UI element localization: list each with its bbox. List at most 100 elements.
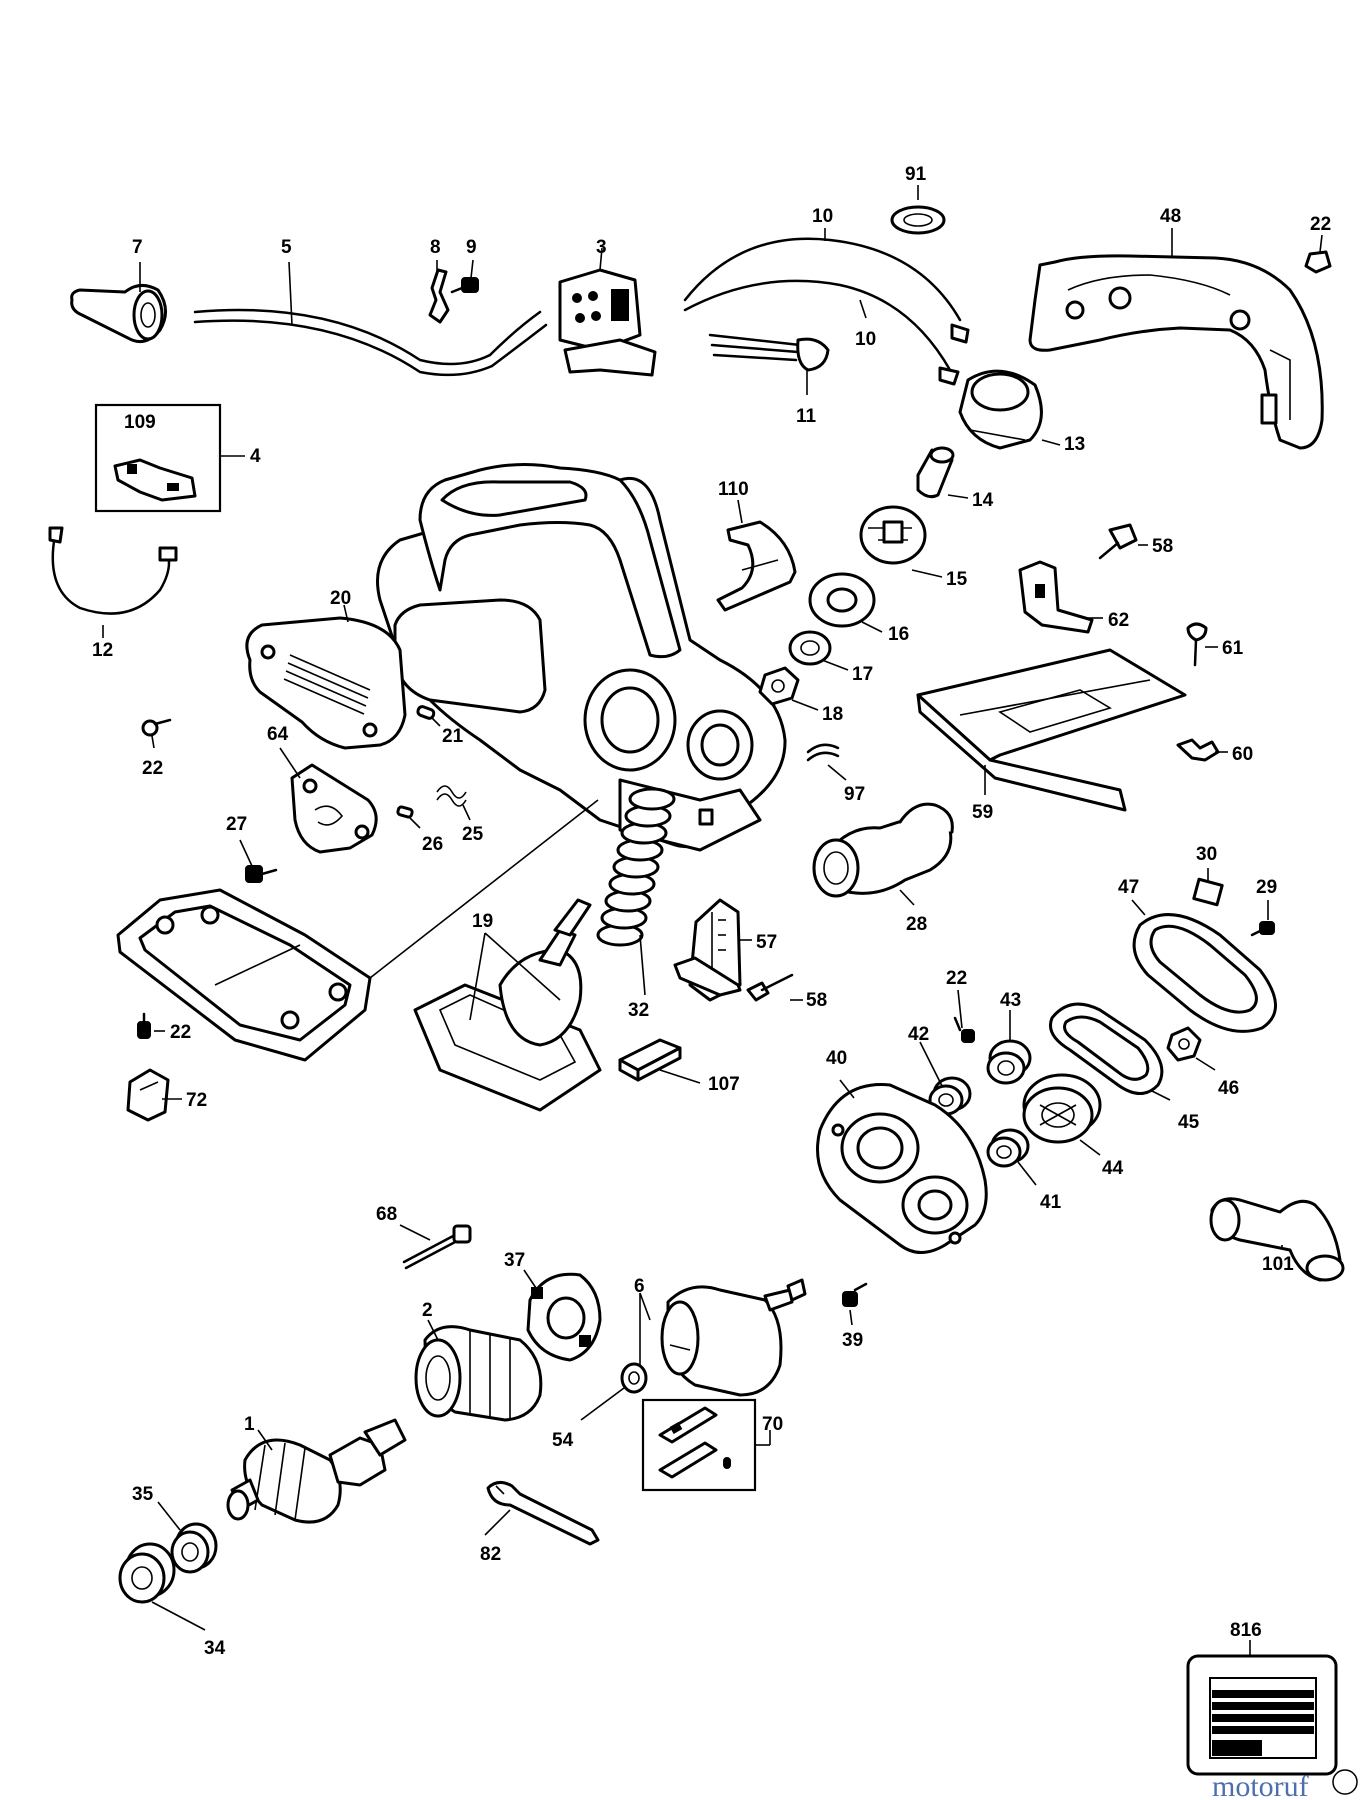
main-housing [376,462,787,852]
label-68: 68 [376,1204,397,1225]
label-14: 14 [972,490,994,511]
part-61-screw [1186,622,1208,667]
label-39: 39 [842,1330,863,1351]
part-22-screw-top-right [1304,250,1332,274]
part-22-screw-lower-left [137,1012,151,1039]
part-29-screw [1250,921,1275,937]
part-4-box [94,403,245,513]
part-30-label [1192,877,1224,907]
part-59-parallel-fence [916,648,1187,812]
label-43: 43 [1000,990,1021,1011]
base-plate [116,888,372,1062]
label-20: 20 [330,588,351,609]
part-107-key [618,1038,682,1082]
part-110-guard [716,520,797,612]
part-17-ring [788,630,832,666]
label-47: 47 [1118,877,1139,898]
label-28: 28 [906,914,927,935]
part-816-label [1186,1654,1338,1776]
label-27: 27 [226,814,247,835]
part-11-wire-harness [708,333,830,372]
label-109: 109 [124,412,156,433]
part-22-screw-mid [953,1016,975,1043]
part-64-small-cover [290,763,378,854]
label-22-top-right: 22 [1310,214,1331,235]
part-3-switch [558,268,657,377]
part-21-pin [416,705,436,720]
label-54: 54 [552,1430,574,1451]
label-8: 8 [430,237,441,258]
label-62: 62 [1108,610,1129,631]
label-25: 25 [462,824,484,845]
part-68-bolt [402,1224,472,1270]
label-5: 5 [281,237,292,258]
label-7: 7 [132,237,143,258]
label-72: 72 [186,1090,207,1111]
watermark: motoruf [1212,1769,1358,1800]
part-109-switch-module [113,458,197,502]
part-45-toothed-belt [1049,1002,1164,1095]
label-37: 37 [504,1250,525,1271]
label-46: 46 [1218,1078,1239,1099]
label-29: 29 [1256,877,1277,898]
part-12-cable [48,526,178,615]
label-60: 60 [1232,744,1253,765]
label-11: 11 [796,406,817,427]
part-27-screw [245,865,278,883]
part-5-power-cable [193,308,548,377]
label-1: 1 [244,1414,255,1435]
label-3: 3 [596,237,607,258]
part-37-brush-holder [526,1272,602,1362]
label-58-upper: 58 [1152,536,1173,557]
part-8-cord-clamp [428,268,450,324]
part-58-screw-upper [1098,523,1138,560]
part-43-pulley [986,1039,1032,1085]
label-35: 35 [132,1484,154,1505]
label-9: 9 [466,237,477,258]
part-7-cord-protector [70,284,167,344]
label-26: 26 [422,834,443,855]
part-97-spring-clip [806,743,840,762]
part-22-screw-left [141,718,172,737]
part-15-gear-knob [859,505,927,565]
label-110: 110 [718,479,749,500]
part-57-depth-gauge [673,898,742,1002]
watermark-text: motoruf [1212,1770,1309,1800]
part-58-screw-bottom [746,973,794,1002]
label-10-bottom: 10 [855,329,876,350]
part-72-clip [126,1068,170,1122]
part-9-screw [450,277,479,294]
label-58-lower: 58 [806,990,827,1011]
part-41-bearing [986,1128,1030,1168]
label-32: 32 [628,1000,649,1021]
part-1-armature [226,1418,407,1524]
label-101: 101 [1262,1254,1294,1275]
label-45: 45 [1178,1112,1200,1133]
label-107: 107 [708,1074,740,1095]
part-10-wires [683,237,970,386]
part-18-nut [758,666,800,706]
label-41: 41 [1040,1192,1062,1213]
label-22-left: 22 [142,758,163,779]
part-39-screw [842,1282,868,1307]
part-48-handle-cover [1028,254,1324,450]
label-22-mid: 22 [946,968,967,989]
label-2: 2 [422,1300,433,1321]
label-61: 61 [1222,638,1244,659]
part-14-spindle [916,446,955,499]
label-15: 15 [946,569,968,590]
part-13-depth-knob [958,369,1043,450]
part-19-drum-assembly [413,898,602,1112]
part-35-bearing [170,1522,218,1574]
label-34: 34 [204,1638,226,1659]
label-6: 6 [634,1276,645,1297]
part-46-nut [1166,1026,1202,1062]
part-6-motor-housing [660,1278,807,1397]
label-18: 18 [822,704,843,725]
label-82: 82 [480,1544,501,1565]
label-17: 17 [852,664,873,685]
label-70: 70 [762,1414,783,1435]
part-91-ring [890,205,946,235]
label-4: 4 [250,446,261,467]
label-97: 97 [844,784,865,805]
